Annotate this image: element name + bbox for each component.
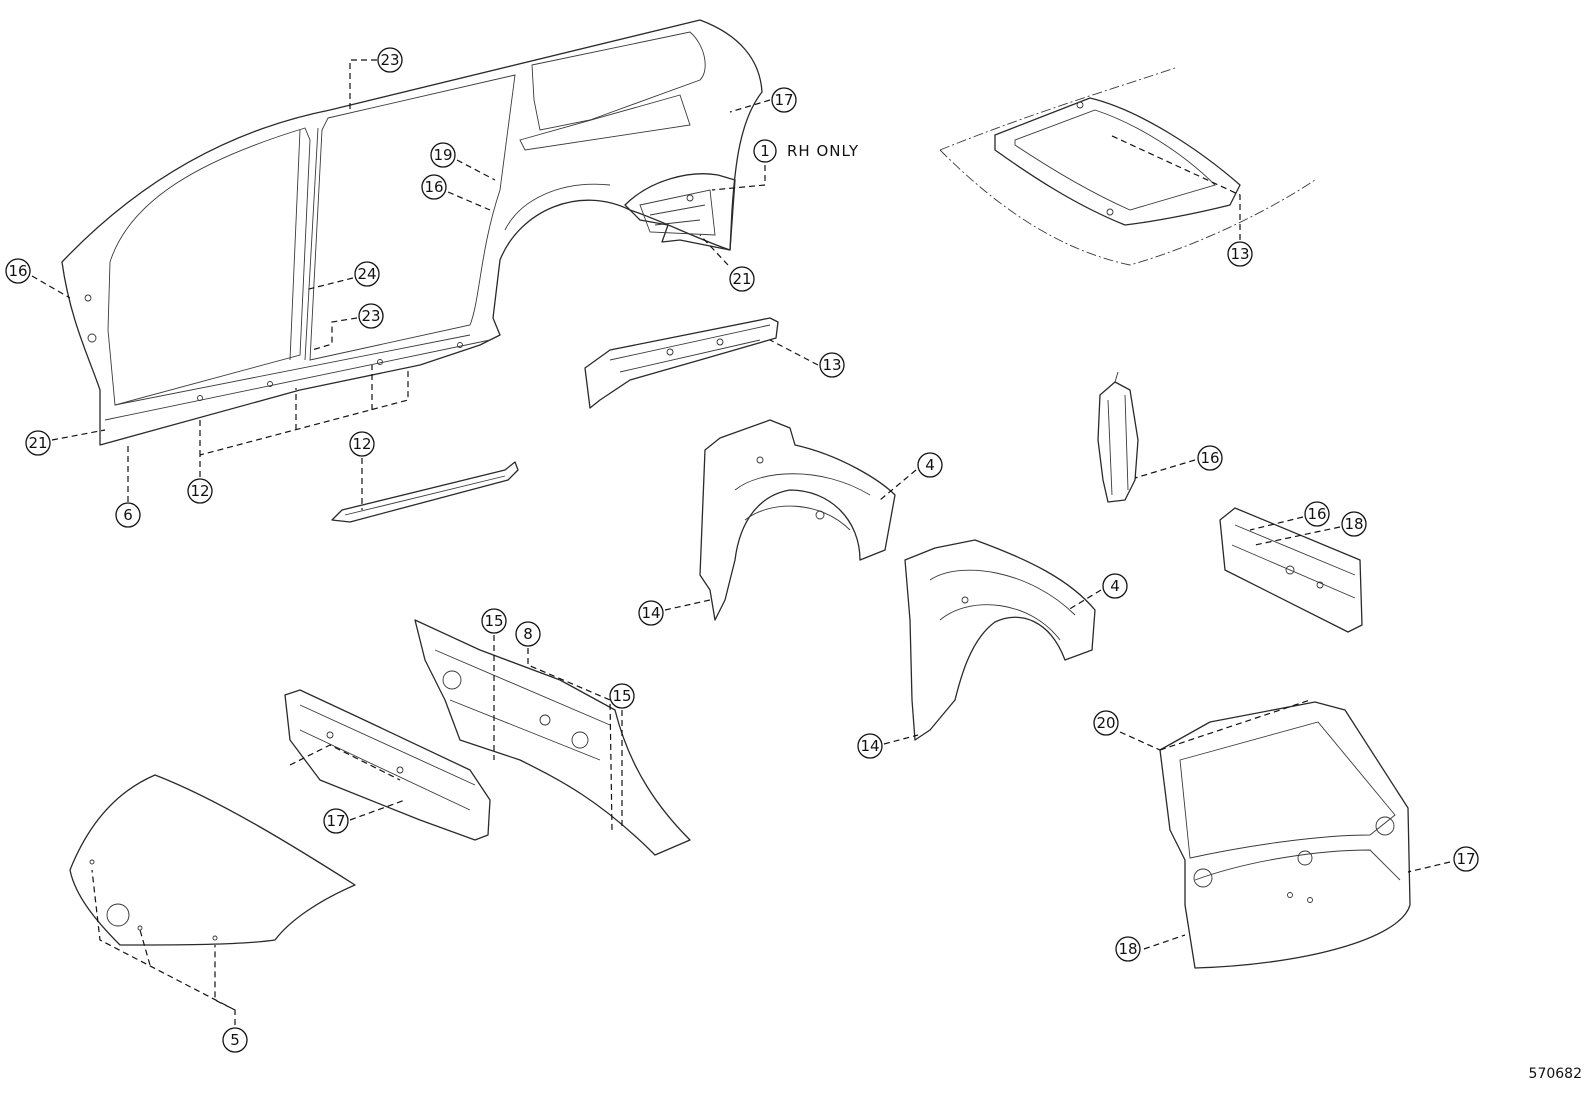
svg-text:12: 12 <box>190 482 209 500</box>
callout-4-upper: 4 <box>917 452 943 478</box>
callout-23-mid: 23 <box>358 303 384 329</box>
rh-only-note: RH ONLY <box>787 142 859 160</box>
back-panel <box>1219 507 1363 633</box>
leader-lines <box>31 59 1451 1025</box>
svg-text:13: 13 <box>822 356 841 374</box>
svg-text:17: 17 <box>326 812 345 830</box>
callout-16-back-panel: 16 <box>1304 501 1330 527</box>
svg-text:21: 21 <box>28 434 47 452</box>
back-door <box>1159 701 1411 969</box>
svg-text:4: 4 <box>925 456 935 474</box>
svg-text:4: 4 <box>1110 577 1120 595</box>
svg-text:5: 5 <box>230 1031 240 1049</box>
svg-text:17: 17 <box>1456 850 1475 868</box>
callout-17-back-door-left: 18 <box>1115 936 1141 962</box>
hood-panel <box>69 774 356 946</box>
callout-20: 20 <box>1093 710 1119 736</box>
callout-23-top: 23 <box>377 47 403 73</box>
callout-12-bracket: 12 <box>187 478 213 504</box>
svg-text:15: 15 <box>612 687 631 705</box>
svg-text:14: 14 <box>641 604 660 622</box>
callout-5: 5 <box>222 1027 248 1053</box>
svg-text:23: 23 <box>380 51 399 69</box>
callout-19: 19 <box>430 142 456 168</box>
svg-text:16: 16 <box>8 262 27 280</box>
callout-15-right: 15 <box>609 683 635 709</box>
svg-text:16: 16 <box>1200 449 1219 467</box>
svg-text:23: 23 <box>361 307 380 325</box>
callout-13-roof: 13 <box>1227 241 1253 267</box>
svg-text:15: 15 <box>484 612 503 630</box>
callout-16-pillar: 16 <box>1197 445 1223 471</box>
svg-text:21: 21 <box>732 270 751 288</box>
svg-text:24: 24 <box>357 265 376 283</box>
figure-number: 570682 <box>1529 1066 1582 1082</box>
wheel-house-outer <box>699 419 896 621</box>
callout-15-left: 15 <box>481 608 507 634</box>
dash-panel <box>414 619 691 856</box>
callout-17-cowl: 17 <box>323 808 349 834</box>
callout-16-left: 16 <box>5 258 31 284</box>
rear-quarter-inner-panel <box>624 173 736 251</box>
svg-text:16: 16 <box>1307 505 1326 523</box>
svg-text:13: 13 <box>1230 245 1249 263</box>
cowl-top-panel <box>284 689 491 841</box>
svg-text:18: 18 <box>1344 515 1363 533</box>
wheel-house-inner <box>904 539 1096 741</box>
callout-1: 1 <box>753 139 777 163</box>
callout-24: 24 <box>354 261 380 287</box>
callout-21-top: 21 <box>729 266 755 292</box>
svg-text:17: 17 <box>774 91 793 109</box>
callout-16-mid: 16 <box>421 174 447 200</box>
svg-text:6: 6 <box>123 506 133 524</box>
svg-text:16: 16 <box>424 178 443 196</box>
callout-4-lower: 4 <box>1102 573 1128 599</box>
roof-panel <box>939 67 1316 266</box>
roof-side-rail <box>584 317 779 409</box>
callout-17-back-door-right: 17 <box>1453 846 1479 872</box>
callout-12-lower: 12 <box>349 431 375 457</box>
callout-18: 18 <box>1341 511 1367 537</box>
svg-text:19: 19 <box>433 146 452 164</box>
svg-text:1: 1 <box>760 142 770 160</box>
svg-text:12: 12 <box>352 435 371 453</box>
callout-8: 8 <box>515 621 541 647</box>
svg-text:8: 8 <box>523 625 533 643</box>
callout-14-upper: 14 <box>638 600 664 626</box>
callout-17-top: 17 <box>771 87 797 113</box>
rocker-reinforcement <box>331 461 519 523</box>
callout-6: 6 <box>115 502 141 528</box>
svg-text:14: 14 <box>860 737 879 755</box>
svg-text:18: 18 <box>1118 940 1137 958</box>
callout-21-left: 21 <box>25 430 51 456</box>
quarter-pillar-reinforcement <box>1097 371 1139 503</box>
svg-text:20: 20 <box>1096 714 1115 732</box>
callout-14-lower: 14 <box>857 733 883 759</box>
callout-13-rail: 13 <box>819 352 845 378</box>
